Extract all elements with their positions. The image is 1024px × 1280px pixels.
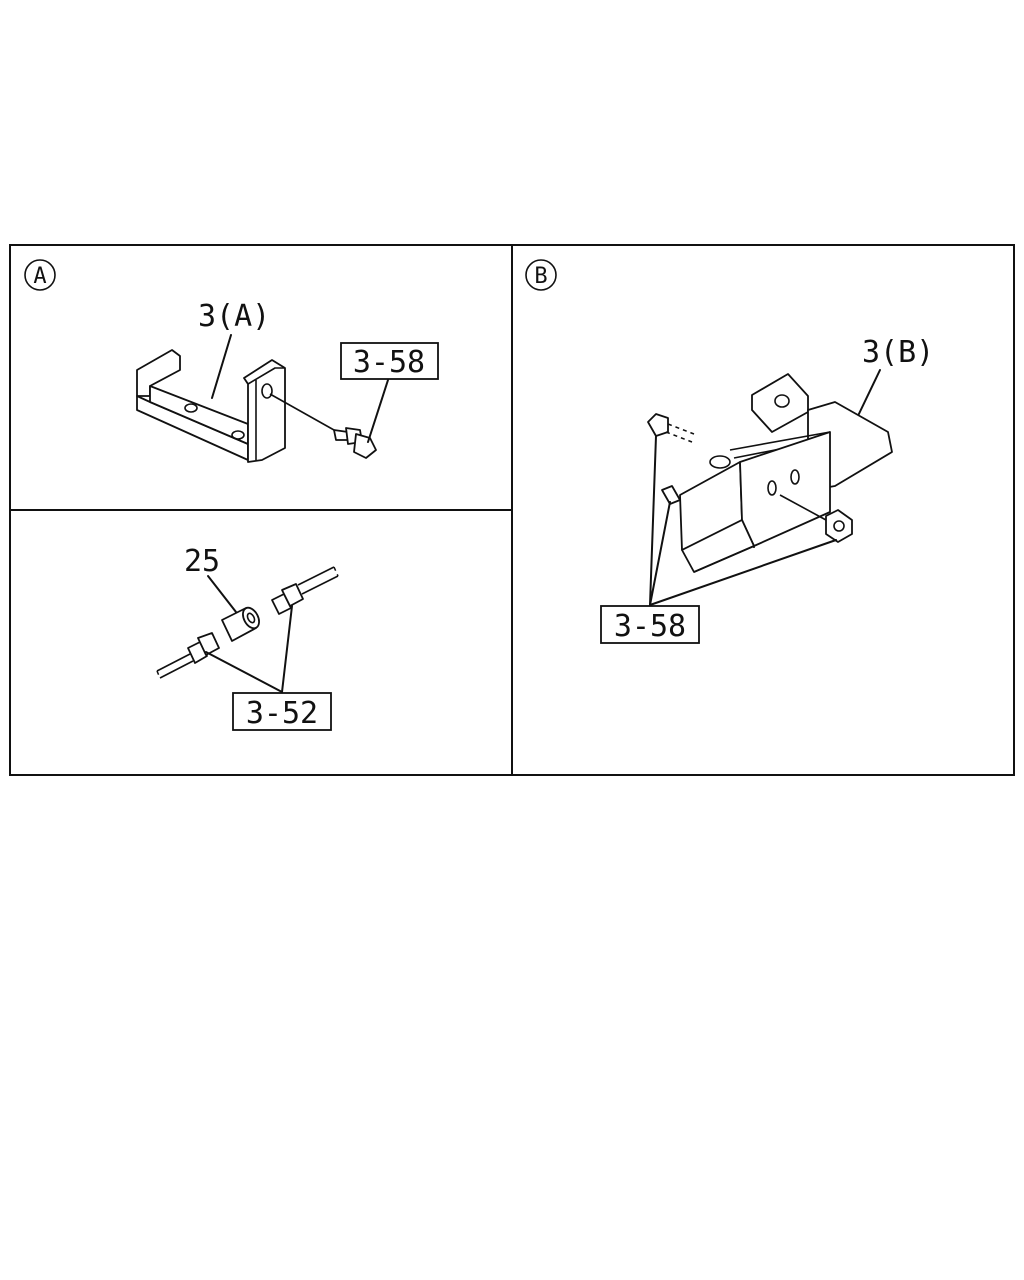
part-label-3a: 3(A) [198,299,270,334]
circle-a-label: A [33,264,46,289]
bracket-3b [679,373,893,573]
ref-label-3-58-a: 3-58 [353,345,425,380]
spacer-25 [221,606,260,642]
nut-3-58-b [779,494,853,543]
ref-label-3-52: 3-52 [246,696,318,731]
ref-box-3-58-a: 3-58 [340,342,439,380]
ref-box-3-58-b: 3-58 [600,605,700,644]
circle-b-marker: B [525,259,557,291]
bolt-3-58-b-top [647,413,695,443]
pipe-right [271,566,339,615]
ref-label-3-58-b: 3-58 [614,609,686,644]
panel-b: B 3(B) [525,259,934,644]
circle-a-marker: A [24,259,56,291]
panel-a-bottom: 25 3-52 [156,544,339,731]
bolt-3-58-b-middle [661,485,681,505]
panel-a-top: A 3(A) [24,259,439,463]
bracket-3a [136,334,286,463]
diagram-frame [9,244,1015,776]
part-label-25: 25 [184,544,220,579]
circle-b-label: B [534,264,547,289]
bolt-3-58-a [269,379,389,459]
part-label-3b: 3(B) [862,335,934,370]
pipe-left [156,632,220,679]
ref-box-3-52: 3-52 [232,692,332,731]
